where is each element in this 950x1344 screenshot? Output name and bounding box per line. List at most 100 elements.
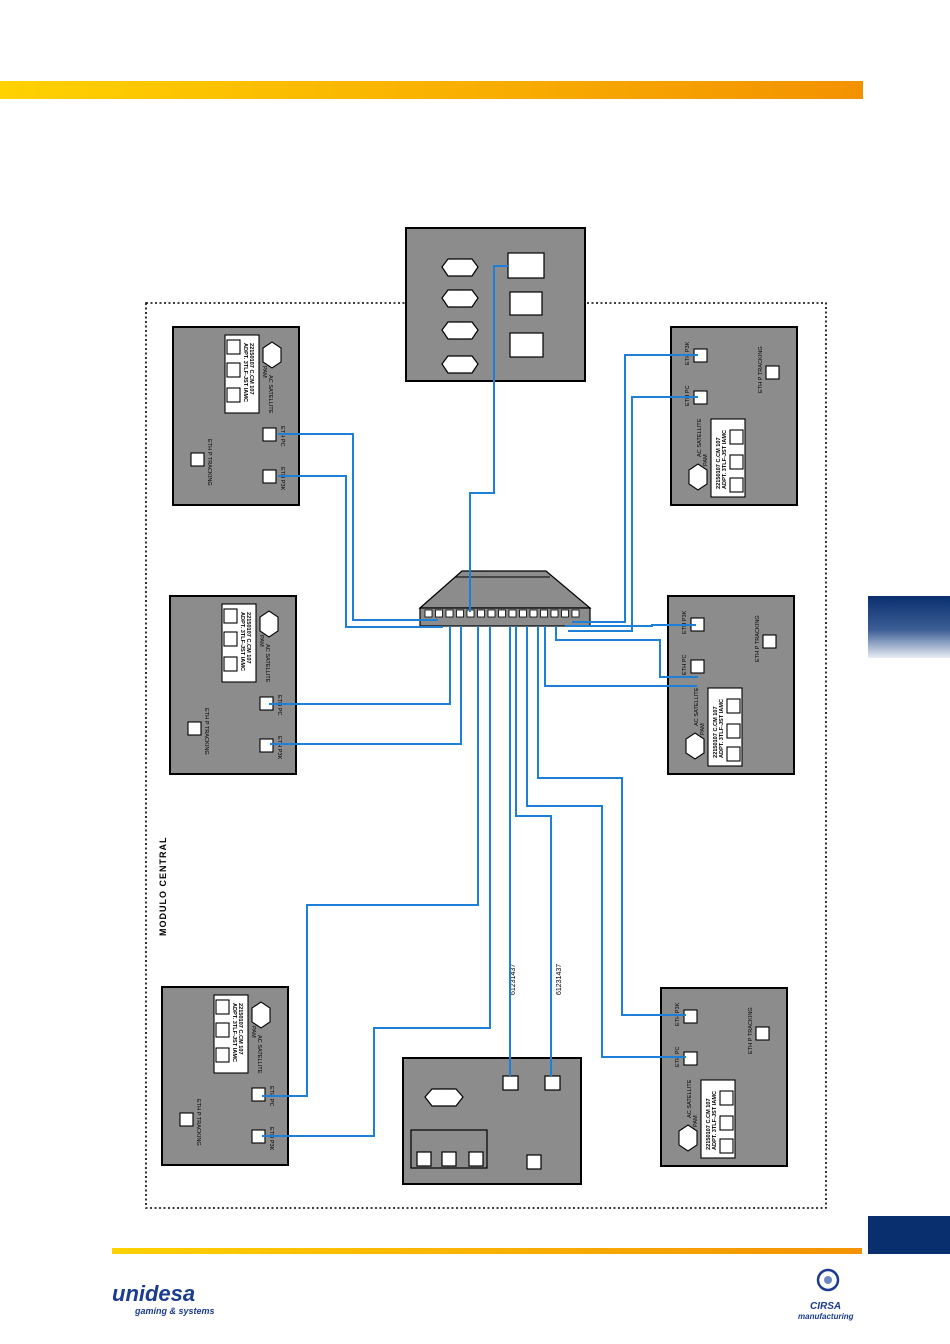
pam-line2: ADPT. 3TLF-JST IAMC bbox=[722, 430, 728, 489]
eth-tracking-label: ETH P TRACKING bbox=[195, 1099, 201, 1146]
eth-pc-port bbox=[683, 1051, 698, 1066]
connector-block bbox=[410, 1129, 488, 1169]
ac-satellite-label: AC SATELLITE bbox=[267, 375, 273, 414]
pam-port bbox=[215, 1047, 230, 1063]
pam-line1: 22150107 C.CM 107 bbox=[713, 706, 719, 758]
eth-tracking-port bbox=[765, 365, 780, 380]
pam-port bbox=[215, 999, 230, 1015]
ac-satellite-label: AC SATELLITE bbox=[697, 418, 703, 457]
pam-port bbox=[215, 1022, 230, 1038]
connector-icon bbox=[441, 321, 479, 340]
pam-line2: ADPT. 3TLF-JST IAMC bbox=[239, 612, 245, 671]
ethernet-cable bbox=[262, 626, 491, 1137]
pam-line2: ADPT. 3TLF-JST IAMC bbox=[712, 1091, 718, 1150]
port-square bbox=[468, 1151, 484, 1167]
logo-unidesa-sub: gaming & systems bbox=[134, 1306, 215, 1316]
logo-cirsa-sub: manufacturing bbox=[798, 1312, 854, 1321]
pam-title: PAM bbox=[700, 723, 706, 735]
eth-pc-port bbox=[251, 1087, 266, 1102]
port-square bbox=[544, 1075, 561, 1091]
port-square bbox=[441, 1151, 457, 1167]
ethernet-cable bbox=[469, 265, 508, 612]
port-square bbox=[526, 1154, 542, 1170]
eth-p3k-port bbox=[262, 469, 277, 484]
ethernet-cable bbox=[572, 354, 698, 623]
port-square bbox=[502, 1075, 519, 1091]
cirsa-emblem-icon bbox=[816, 1268, 840, 1292]
eth-tracking-label: ETH P TRACKING bbox=[203, 708, 209, 755]
pam-line1: 22150107 C.CM 107 bbox=[716, 437, 722, 489]
ac-satellite-label: AC SATELLITE bbox=[264, 644, 270, 683]
port-square bbox=[416, 1151, 432, 1167]
pam-port bbox=[729, 477, 744, 493]
eth-tracking-port bbox=[762, 634, 777, 649]
ethernet-cable bbox=[270, 626, 462, 745]
pam-title: PAM bbox=[703, 454, 709, 466]
switch-port bbox=[519, 609, 527, 618]
side-tab-gradient bbox=[868, 596, 950, 658]
eth-tracking-label: ETH P TRACKING bbox=[755, 615, 761, 662]
switch-port bbox=[561, 609, 569, 618]
region-label: MODULO CENTRAL bbox=[158, 837, 168, 937]
ac-connector-icon bbox=[251, 1001, 271, 1029]
ac-connector-icon bbox=[262, 341, 282, 369]
pam-title: PAM bbox=[258, 635, 264, 647]
switch-port bbox=[571, 609, 580, 618]
pam-port bbox=[223, 608, 238, 624]
eth-tracking-label: ETH P TRACKING bbox=[206, 439, 212, 486]
ac-connector-icon bbox=[678, 1124, 698, 1152]
side-tab-page bbox=[868, 1216, 950, 1254]
eth-tracking-port bbox=[179, 1112, 194, 1127]
ethernet-cable bbox=[278, 433, 438, 621]
unidesa-logo: unidesa gaming & systems bbox=[112, 1281, 215, 1316]
bottom-device bbox=[402, 1057, 582, 1185]
logo-unidesa-main: unidesa bbox=[112, 1281, 195, 1306]
eth-tracking-label: ETH P TRACKING bbox=[748, 1007, 754, 1054]
pam-title: PAM bbox=[693, 1115, 699, 1127]
switch-port bbox=[456, 609, 464, 618]
pam-port bbox=[729, 429, 744, 445]
eth-pc-label: ETH PC bbox=[279, 426, 285, 447]
eth-p3k-port bbox=[259, 738, 274, 753]
port-square bbox=[509, 332, 544, 358]
eth-pc-port bbox=[262, 427, 277, 442]
ethernet-cable bbox=[278, 475, 443, 628]
eth-p3k-label: ETH P3K bbox=[279, 467, 285, 491]
ethernet-cable bbox=[565, 624, 696, 627]
ethernet-cable bbox=[544, 626, 697, 687]
ac-connector-icon bbox=[259, 610, 279, 638]
pam-line1: 22150107 C.CM 107 bbox=[248, 343, 254, 395]
ethernet-cable bbox=[526, 626, 686, 1058]
switch-port bbox=[540, 609, 548, 618]
eth-p3k-label: ETH P3K bbox=[682, 610, 688, 634]
pam-port bbox=[223, 631, 238, 647]
ac-connector-icon bbox=[688, 463, 708, 491]
switch-port bbox=[529, 609, 538, 618]
logo-cirsa-main: CIRSA bbox=[810, 1301, 841, 1312]
switch-port bbox=[424, 609, 433, 618]
switch-port bbox=[477, 609, 485, 618]
pam-title: PAM bbox=[250, 1026, 256, 1038]
ethernet-cable bbox=[568, 396, 698, 632]
top-color-band bbox=[0, 81, 863, 99]
pam-port bbox=[726, 746, 741, 762]
switch-port bbox=[435, 609, 443, 618]
switch-port bbox=[487, 609, 496, 618]
eth-tracking-port bbox=[187, 721, 202, 736]
eth-tracking-port bbox=[190, 452, 205, 467]
ethernet-cable bbox=[537, 626, 686, 1016]
pam-line2: ADPT. 3TLF-JST IAMC bbox=[231, 1003, 237, 1062]
eth-pc-port bbox=[690, 659, 705, 674]
ac-connector-icon bbox=[685, 732, 705, 760]
eth-p3k-label: ETH P3K bbox=[276, 736, 282, 760]
pam-line1: 22150107 C.CM 107 bbox=[245, 612, 251, 664]
ethernet-cable bbox=[269, 626, 451, 705]
ethernet-cable bbox=[515, 626, 552, 1076]
pam-line1: 22150107 C.CM 107 bbox=[706, 1098, 712, 1150]
pam-port bbox=[719, 1090, 734, 1106]
port-square bbox=[509, 291, 543, 316]
cirsa-logo: CIRSA manufacturing bbox=[798, 1268, 854, 1321]
